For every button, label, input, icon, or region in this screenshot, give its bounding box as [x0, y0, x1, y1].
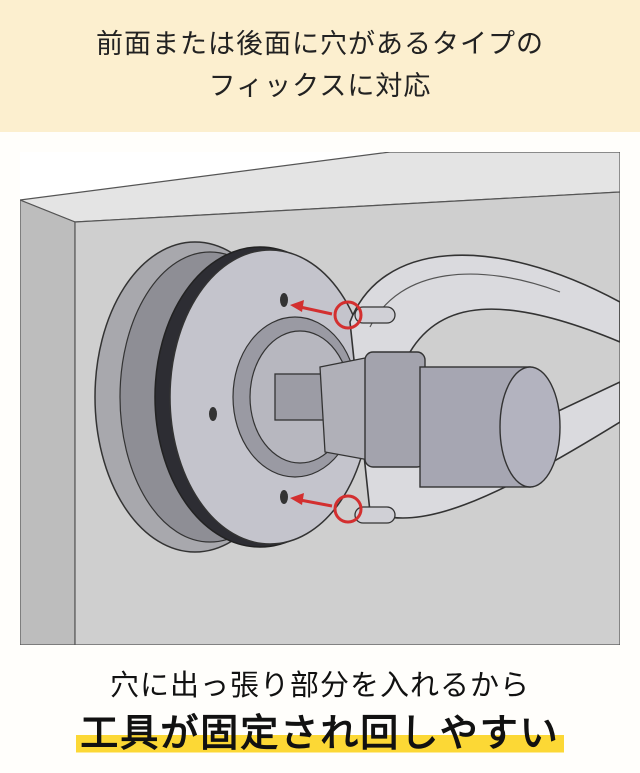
hole-bottom	[280, 490, 288, 504]
fix-wrench-illustration	[20, 152, 620, 645]
header-line-1: 前面または後面に穴があるタイプの	[96, 29, 544, 60]
marker-circle-bottom	[333, 494, 363, 524]
arrow-bottom	[299, 498, 333, 508]
header-banner: 前面または後面に穴があるタイプの フィックスに対応	[0, 0, 640, 132]
wall-side	[20, 199, 76, 645]
wrench-pin-bottom	[354, 506, 396, 524]
wrench-pin-top	[354, 306, 396, 324]
header-line-2: フィックスに対応	[208, 71, 432, 102]
caption-line-1: 穴に出っ張り部分を入れるから	[109, 668, 530, 702]
hole-top	[280, 293, 288, 307]
caption-line-2-highlighted: 工具が固定され回しやすい	[76, 702, 564, 757]
marker-circle-top	[333, 300, 363, 330]
arrow-top	[299, 305, 333, 316]
